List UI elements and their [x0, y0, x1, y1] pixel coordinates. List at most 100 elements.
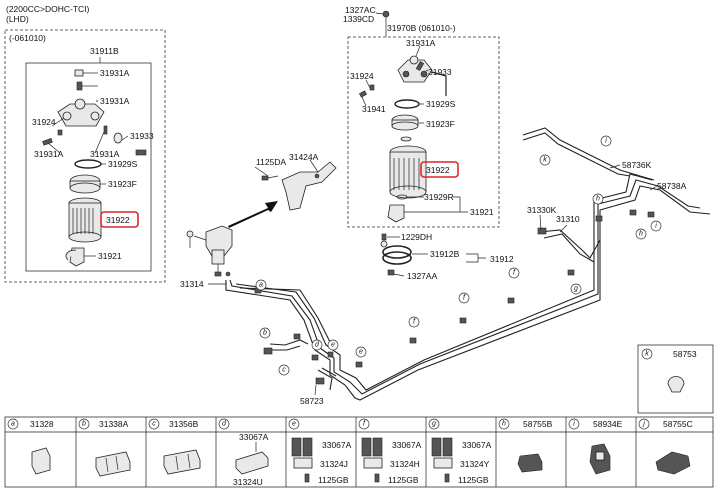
pipe-clip	[507, 297, 515, 304]
detail-k-part: 58753	[673, 349, 697, 359]
middle-part-label: 31424A	[289, 152, 319, 162]
legend-part-label: 31324U	[233, 477, 263, 487]
right-assembly-label: 31970B (061010-)	[387, 23, 456, 33]
callout-marker: e	[327, 339, 339, 351]
right-part-label: 31924	[350, 71, 374, 81]
left-part-label: 31931A	[90, 149, 120, 159]
pointer-arrow	[228, 201, 278, 228]
svg-text:f: f	[413, 319, 416, 326]
legend-cell: g 33067A 31324Y 1125GB	[428, 418, 492, 485]
pipe-clip	[595, 215, 603, 222]
right-part-label: 31923F	[426, 119, 455, 129]
callout-marker: b	[259, 327, 271, 339]
legend-cell: b 31338A	[78, 418, 131, 477]
svg-text:f: f	[513, 270, 516, 277]
svg-text:g: g	[574, 286, 578, 293]
legend-part-label: 31324J	[320, 459, 348, 469]
legend-cell: e 33067A 31324J 1125GB	[288, 418, 352, 485]
pipe-clip	[263, 347, 273, 355]
legend-cell: j 58755C	[638, 418, 693, 475]
legend-part-label: 31356B	[169, 419, 199, 429]
middle-part-label: 31330K	[527, 205, 557, 215]
pipe-clip	[629, 209, 637, 216]
pipe-clip	[315, 377, 325, 385]
svg-text:c: c	[282, 367, 286, 374]
pipe-clip	[537, 227, 547, 235]
callout-marker: e	[355, 346, 367, 358]
left-plug-part	[74, 69, 95, 77]
svg-text:a: a	[259, 282, 263, 289]
left-part-label: 31931A	[100, 96, 130, 106]
legend-part-label: 58934E	[593, 419, 623, 429]
left-part-label: 31921	[98, 251, 122, 261]
svg-text:e: e	[359, 349, 363, 356]
middle-part-label: 1327AA	[407, 271, 438, 281]
right-drain-sensor-part	[387, 194, 408, 223]
svg-text:h: h	[502, 421, 506, 428]
svg-text:j: j	[642, 421, 645, 428]
legend-part-label: 33067A	[462, 440, 492, 450]
drive-side-label: (LHD)	[6, 14, 29, 24]
svg-text:f: f	[363, 421, 366, 428]
highlight-frame	[100, 211, 139, 228]
left-part-label: 31931A	[100, 68, 130, 78]
svg-text:f: f	[463, 295, 466, 302]
svg-text:i: i	[655, 223, 657, 230]
filter-assembly-part	[186, 225, 233, 277]
callout-marker: d	[311, 339, 323, 351]
legend-cell: i 58934E	[568, 418, 623, 475]
right-highlight-label: 31922	[426, 165, 450, 175]
right-filter-assembly-box: 1327AC 1339CD 31970B (061010-)	[343, 5, 500, 228]
pipe-clip	[355, 361, 363, 368]
pipe-clip	[459, 317, 467, 324]
legend-part-label: 33067A	[239, 432, 269, 442]
svg-text:i: i	[573, 421, 575, 428]
pipe-clip	[327, 351, 334, 358]
left-part-label: 31923F	[108, 179, 137, 189]
middle-part-label: 58723	[300, 396, 324, 406]
right-top-label: 1327AC	[345, 5, 376, 15]
svg-text:d: d	[315, 342, 320, 349]
clamp-part	[380, 233, 412, 276]
legend-part-label: 33067A	[322, 440, 352, 450]
left-side-screw-part	[42, 125, 147, 156]
legend-part-label: 58755C	[663, 419, 693, 429]
pipe-clip	[647, 211, 655, 218]
right-part-label: 31929S	[426, 99, 456, 109]
right-part-label: 31921	[470, 207, 494, 217]
svg-text:h: h	[596, 196, 600, 203]
svg-text:h: h	[639, 231, 643, 238]
legend-part-label: 31338A	[99, 419, 129, 429]
pipe-clip	[311, 354, 319, 361]
callout-marker: i	[650, 220, 662, 232]
left-filter-head-part	[57, 98, 105, 127]
callout-marker: h	[592, 193, 604, 205]
right-small-parts	[358, 61, 425, 98]
left-oring-part	[74, 159, 102, 169]
right-part-label: 31941	[362, 104, 386, 114]
callout-marker: f	[508, 267, 520, 279]
svg-text:b: b	[263, 330, 267, 337]
legend-part-label: 31324Y	[460, 459, 490, 469]
legend-part-label: 58755B	[523, 419, 553, 429]
legend-part-label: 31324H	[390, 459, 420, 469]
pipe-clip	[293, 333, 301, 340]
callout-marker: a	[255, 279, 267, 291]
detail-k-letter: k	[645, 351, 649, 358]
grommet-part	[667, 376, 685, 393]
svg-text:i: i	[605, 138, 607, 145]
right-part-label: 31929R	[424, 192, 454, 202]
parts-legend-table: a 31328 b 31338A c 31356B d 33067A 31324…	[4, 416, 714, 488]
fuel-line-assembly: 1125DA 31424A	[180, 127, 711, 406]
svg-text:g: g	[432, 421, 436, 428]
callout-marker: c	[278, 364, 290, 376]
middle-part-label: 31314	[180, 279, 204, 289]
left-filter-assembly-box: (-061010) 31911B	[4, 29, 166, 283]
engine-spec-label: (2200CC>DOHC-TCI)	[6, 4, 90, 14]
svg-text:d: d	[222, 421, 227, 428]
left-bolt-part	[76, 81, 95, 91]
right-top-label: 1339CD	[343, 14, 374, 24]
legend-cell: f 33067A 31324H 1125GB	[358, 418, 422, 485]
pipe-clip	[567, 269, 575, 276]
